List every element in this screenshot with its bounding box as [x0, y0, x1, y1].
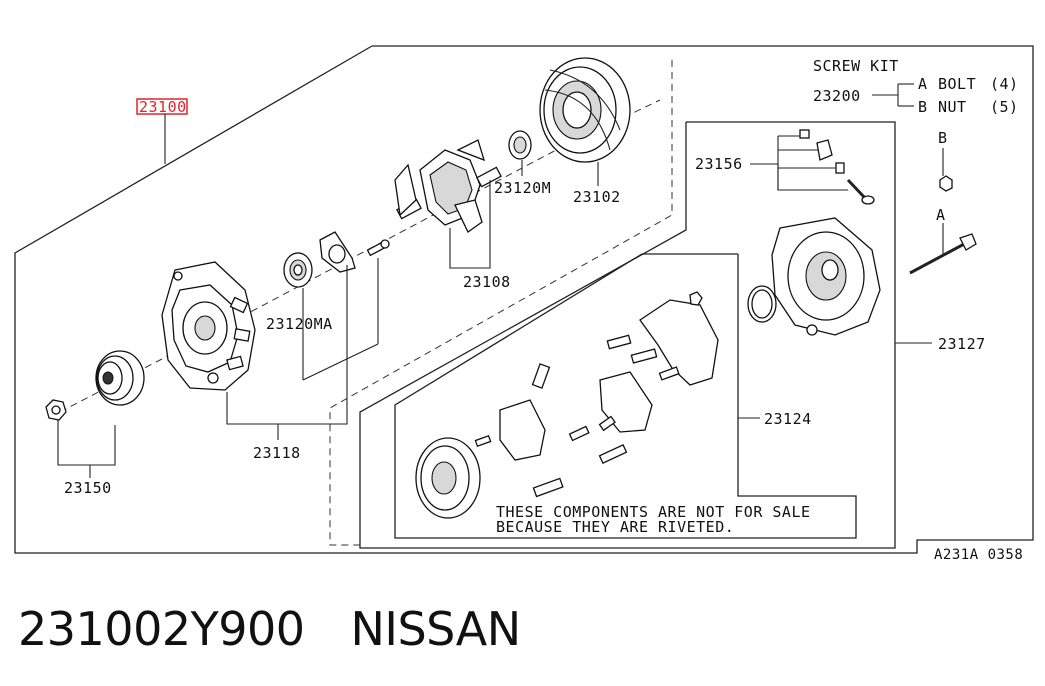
rotor[interactable] — [394, 139, 502, 233]
rivet-note-line2: BECAUSE THEY ARE RIVETED. — [496, 518, 734, 536]
part-number: 231002Y900 — [18, 602, 305, 656]
outer-frame — [14, 45, 1034, 554]
part-label-23156[interactable]: 23156 — [695, 155, 743, 173]
screw-kit-title: SCREW KIT — [813, 57, 899, 75]
part-label-23120m[interactable]: 23120M — [494, 179, 551, 197]
part-label-23150[interactable]: 23150 — [64, 479, 112, 497]
bearing-retainer[interactable] — [319, 231, 356, 273]
part-label-23127[interactable]: 23127 — [938, 335, 986, 353]
slip-ring-cover[interactable] — [415, 437, 481, 519]
brand-name: NISSAN — [350, 602, 522, 656]
screw-kit-b-letter: B — [918, 98, 928, 116]
screw-kit-a-qty: (4) — [990, 75, 1019, 93]
leader-23118 — [226, 265, 348, 425]
alternator-exploded-diagram: 23100 — [14, 45, 1034, 563]
part-label-23124[interactable]: 23124 — [764, 410, 812, 428]
leader-23150 — [57, 420, 116, 466]
ref-a-label: A — [936, 206, 946, 224]
part-label-23100[interactable]: 23100 — [139, 98, 187, 116]
through-bolt[interactable] — [909, 233, 977, 275]
front-bearing[interactable] — [283, 252, 313, 288]
screw-kit-a-letter: A — [918, 75, 928, 93]
part-label-23118[interactable]: 23118 — [253, 444, 301, 462]
rear-gasket[interactable] — [747, 285, 777, 323]
screw-kit-b-qty: (5) — [990, 98, 1019, 116]
regulator-frame — [394, 253, 857, 539]
leader-23108 — [449, 180, 491, 269]
rectifier[interactable] — [606, 291, 719, 386]
regulator[interactable] — [532, 371, 653, 498]
rear-bearing[interactable] — [508, 130, 532, 160]
leader-23118-b — [302, 343, 379, 381]
screw-kit-a-name: BOLT — [938, 75, 976, 93]
highlight-box-23100 — [136, 98, 188, 115]
stator[interactable] — [539, 57, 631, 163]
brush-holder[interactable] — [474, 363, 551, 461]
part-caption: 231002Y900 NISSAN — [18, 598, 521, 660]
part-label-23120ma[interactable]: 23120MA — [266, 315, 333, 333]
figure-code: A231A 0358 — [934, 547, 1023, 563]
ref-b-label: B — [938, 129, 948, 147]
screw-kit-b-name: NUT — [938, 98, 967, 116]
rear-housing[interactable] — [771, 217, 881, 336]
pulley-nut[interactable] — [45, 399, 67, 421]
part-label-23102[interactable]: 23102 — [573, 188, 621, 206]
rivet-note-line1: THESE COMPONENTS ARE NOT FOR SALE — [496, 503, 811, 521]
front-housing[interactable] — [161, 261, 256, 391]
part-label-23200[interactable]: 23200 — [813, 87, 861, 105]
rear-frame — [359, 121, 896, 549]
pulley[interactable] — [95, 350, 145, 406]
part-label-23108[interactable]: 23108 — [463, 273, 511, 291]
terminal-nut[interactable] — [939, 175, 953, 192]
retainer-screw[interactable] — [366, 239, 390, 257]
terminal-parts[interactable] — [799, 129, 875, 205]
